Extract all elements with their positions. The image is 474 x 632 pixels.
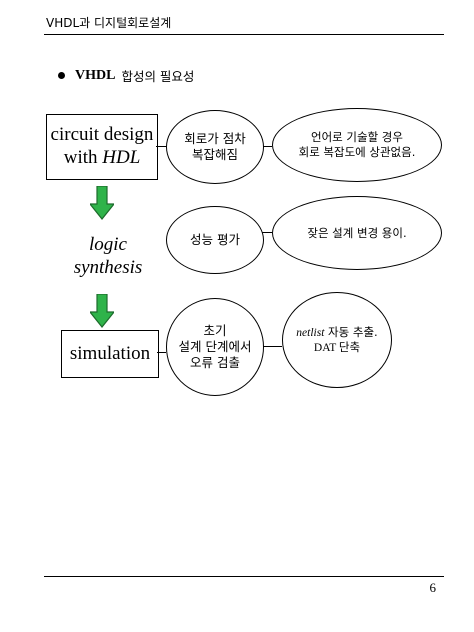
note-early-error-ellipse: 초기 설계 단계에서 오류 검출: [166, 298, 264, 396]
connector-line: [262, 346, 282, 347]
note-line: 복잡해짐: [191, 147, 238, 162]
note-line: netlist 자동 추출.: [296, 324, 378, 339]
circuit-design-line1: circuit design: [50, 124, 154, 146]
bullet-heading: VHDL 합성의 필요성: [58, 66, 194, 85]
note-design-change-ellipse: 잦은 설계 변경 용이.: [272, 196, 442, 270]
hdl-text: HDL: [102, 147, 141, 168]
simulation-text: simulation: [69, 342, 151, 364]
logic-synthesis-label: logic synthesis: [56, 234, 160, 280]
connector-line: [157, 352, 166, 353]
connector-line: [262, 146, 272, 147]
simulation-box: simulation: [61, 330, 159, 378]
bullet-strong-text: VHDL: [75, 67, 116, 83]
note-line: 회로가 점차: [184, 130, 246, 146]
note-line: 잦은 설계 변경 용이.: [307, 225, 407, 240]
note-complexity-ellipse: 회로가 점차 복잡해짐: [166, 110, 264, 184]
note-language-ellipse: 언어로 기술할 경우 회로 복잡도에 상관없음.: [272, 108, 442, 182]
circuit-design-line2: with HDL: [63, 147, 141, 168]
header-title: VHDL과 디지털회로설계: [46, 16, 172, 30]
bullet-dot: [58, 72, 65, 79]
header-rule: [44, 34, 444, 35]
footer-rule: [44, 576, 444, 577]
down-arrow-icon: [90, 186, 114, 220]
note-netlist-ellipse: netlist 자동 추출. DAT 단축: [282, 292, 392, 388]
note-line: DAT 단축: [313, 341, 361, 354]
note-line: 설계 단계에서: [178, 338, 252, 354]
note-line: 초기: [203, 322, 227, 338]
note-line: 성능 평가: [190, 231, 240, 247]
note-line: 오류 검출: [190, 355, 240, 371]
logic-line: logic: [89, 234, 127, 255]
netlist-text: netlist: [296, 326, 325, 339]
note-line: 언어로 기술할 경우: [311, 130, 403, 145]
bullet-rest-text: 합성의 필요성: [121, 69, 195, 84]
connector-line: [262, 232, 272, 233]
note-performance-ellipse: 성능 평가: [166, 206, 264, 274]
connector-line: [156, 146, 166, 147]
synthesis-line: synthesis: [73, 256, 143, 278]
down-arrow-icon: [90, 294, 114, 328]
circuit-design-box: circuit design with HDL: [46, 114, 158, 180]
note-line: 회로 복잡도에 상관없음.: [298, 145, 416, 159]
page-number: 6: [429, 580, 437, 595]
